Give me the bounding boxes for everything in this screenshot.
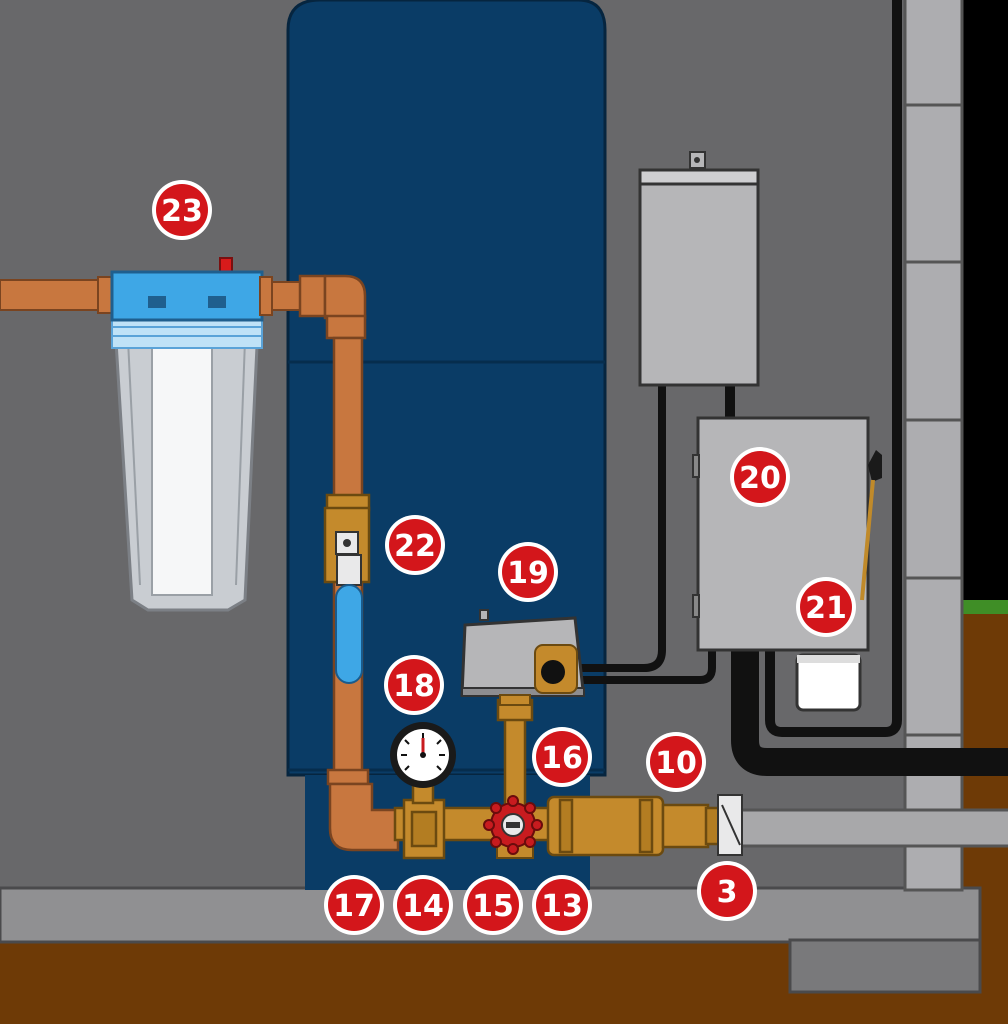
callout-23-label: 23 (161, 194, 203, 229)
callout-20-label: 20 (739, 461, 781, 496)
callout-16: 16 (532, 727, 592, 787)
pipe-clamp (717, 794, 743, 856)
callout-15: 15 (463, 875, 523, 935)
callout-20: 20 (730, 447, 790, 507)
pressure-switch (460, 609, 585, 706)
callout-21-label: 21 (805, 591, 847, 626)
grass-strip (960, 600, 1008, 614)
ball-valve (323, 506, 371, 684)
callout-22-label: 22 (394, 529, 436, 564)
callout-3: 3 (697, 861, 757, 921)
callout-13-label: 13 (541, 889, 583, 924)
callout-23: 23 (152, 180, 212, 240)
callout-18-label: 18 (393, 669, 435, 704)
callout-14: 14 (393, 875, 453, 935)
outside-dark (960, 0, 1008, 600)
callout-21: 21 (796, 577, 856, 637)
gauge-icon (390, 722, 456, 788)
footing (788, 938, 982, 994)
callout-10: 10 (646, 732, 706, 792)
gate-valve-icon (483, 795, 543, 859)
control-box (692, 416, 882, 652)
drop-pipe (733, 808, 1008, 848)
callout-10-label: 10 (655, 746, 697, 781)
callout-17-label: 17 (333, 889, 375, 924)
well-casing (903, 0, 964, 892)
sediment-filter (0, 257, 304, 612)
callout-3-label: 3 (717, 875, 738, 910)
callout-15-label: 15 (472, 889, 514, 924)
callout-14-label: 14 (402, 889, 444, 924)
upper-electrical-box (638, 151, 760, 387)
callout-19: 19 (498, 542, 558, 602)
junction-box (795, 653, 862, 712)
callout-13: 13 (532, 875, 592, 935)
callout-16-label: 16 (541, 741, 583, 776)
callout-22: 22 (385, 515, 445, 575)
callout-17: 17 (324, 875, 384, 935)
callout-18: 18 (384, 655, 444, 715)
callout-19-label: 19 (507, 556, 549, 591)
wiring (566, 0, 1008, 776)
